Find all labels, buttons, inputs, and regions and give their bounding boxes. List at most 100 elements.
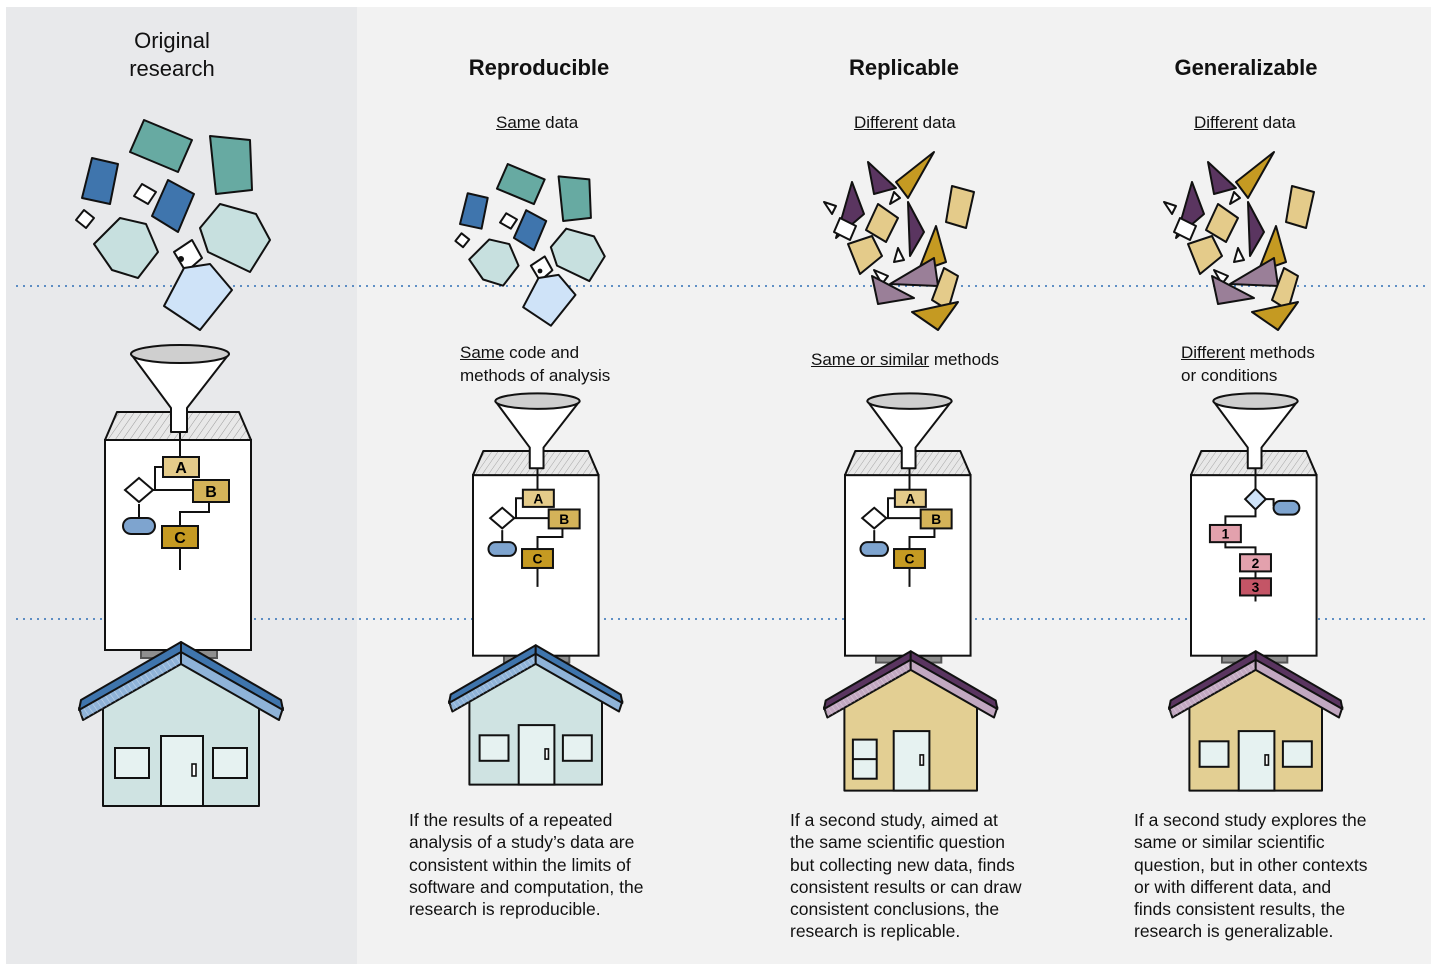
generalizable-method-rest: methods or conditions bbox=[1181, 343, 1315, 385]
reproducible-method-caption: Same code and methods of analysis bbox=[460, 342, 610, 387]
reproducible-analysis-machine-label-a: A bbox=[533, 491, 543, 506]
replicable-data-shapes-piece bbox=[889, 191, 901, 205]
reproducible-data-shapes bbox=[454, 163, 606, 327]
generalizable-analysis-machine-box-1 bbox=[1208, 523, 1242, 544]
original-analysis-machine-label-a: A bbox=[175, 460, 187, 477]
replicable-data-shapes-piece bbox=[847, 235, 883, 275]
generalizable-analysis-machine-decision-diamond bbox=[1243, 487, 1268, 511]
replicable-data-rest: data bbox=[917, 113, 956, 132]
original-analysis-machine-funnel-rim bbox=[130, 344, 230, 364]
original-data-shapes-piece bbox=[129, 119, 193, 173]
generalizable-data-shapes bbox=[1163, 151, 1315, 331]
reproducible-house-window-left bbox=[478, 734, 510, 762]
reproducible-analysis-machine-wire bbox=[515, 497, 523, 508]
generalizable-analysis-machine-label-3: 3 bbox=[1252, 580, 1260, 595]
reproducible-analysis-machine-box-b bbox=[547, 508, 581, 530]
original-house bbox=[78, 641, 284, 807]
original-data-shapes-piece bbox=[133, 183, 157, 205]
replicable-title: Replicable bbox=[848, 55, 960, 80]
reproducible-analysis-machine-label-b: B bbox=[559, 512, 569, 527]
original-data-shapes-piece bbox=[163, 263, 233, 331]
original-house-window-right bbox=[212, 747, 248, 779]
reproducible-analysis-machine-funnel-rim bbox=[494, 392, 581, 410]
original-data-shapes-piece bbox=[81, 157, 119, 205]
generalizable-analysis-machine-wire bbox=[1224, 542, 1257, 555]
reproducible-data-shapes-piece bbox=[468, 238, 520, 287]
replicable-method-caption: Same or similar methods bbox=[811, 350, 999, 370]
replicable-data-shapes-piece bbox=[893, 247, 905, 263]
replicable-analysis-machine-decision-diamond bbox=[860, 506, 888, 530]
reproducible-data-dot bbox=[537, 268, 543, 274]
replicable-data-shapes-piece bbox=[823, 201, 837, 215]
generalizable-data-shapes-piece bbox=[1163, 201, 1177, 215]
reproducible-analysis-machine-decision-diamond bbox=[488, 506, 516, 530]
reproducible-data-shapes-piece bbox=[529, 255, 554, 283]
generalizable-data-emph: Different bbox=[1194, 113, 1258, 132]
generalizable-data-shapes-piece bbox=[1213, 269, 1229, 285]
reproducible-analysis-machine-box-c bbox=[521, 548, 554, 569]
generalizable-analysis-machine-terminal bbox=[1272, 499, 1301, 516]
generalizable-house-window-right bbox=[1281, 740, 1313, 768]
replicable-data-emph: Different bbox=[854, 113, 918, 132]
generalizable-data-caption: Different data bbox=[1194, 113, 1296, 133]
reproducible-title: Reproducible bbox=[468, 55, 610, 80]
replicable-data-shapes-piece bbox=[889, 257, 939, 287]
replicable-analysis-machine-box-b bbox=[919, 508, 953, 530]
reproducible-analysis-machine: A B C bbox=[472, 392, 600, 664]
generalizable-description: If a second study explores the same or s… bbox=[1134, 810, 1368, 942]
reproducible-data-shapes-piece bbox=[512, 209, 548, 252]
replicable-data-shapes-piece bbox=[911, 301, 959, 331]
reproducible-house bbox=[448, 644, 624, 786]
generalizable-data-shapes-piece bbox=[1251, 301, 1299, 331]
replicable-data-shapes-piece bbox=[895, 151, 935, 199]
replicable-analysis-machine-label-a: A bbox=[905, 491, 915, 506]
replicable-analysis-machine-label-b: B bbox=[931, 512, 941, 527]
generalizable-analysis-machine-label-2: 2 bbox=[1252, 556, 1260, 571]
generalizable-data-shapes-piece bbox=[1187, 235, 1223, 275]
reproducible-data-rest: data bbox=[540, 113, 579, 132]
reproducible-data-shapes-piece bbox=[459, 192, 489, 230]
original-analysis-machine-label-b: B bbox=[205, 484, 217, 501]
generalizable-house-roof-right bbox=[1254, 650, 1344, 711]
generalizable-analysis-machine-box-3 bbox=[1239, 577, 1272, 597]
replicable-analysis-machine-wire bbox=[908, 528, 936, 550]
generalizable-house-door-handle bbox=[1264, 754, 1270, 766]
original-data-shapes-piece bbox=[173, 239, 203, 273]
replicable-data-shapes-piece bbox=[867, 161, 897, 195]
generalizable-house-window-left bbox=[1198, 740, 1230, 768]
original-analysis-machine: A B C bbox=[104, 344, 252, 659]
reproducible-analysis-machine-terminal bbox=[487, 541, 518, 557]
original-analysis-machine-box-b bbox=[192, 479, 230, 503]
replicable-analysis-machine-terminal bbox=[859, 541, 890, 557]
reproducible-analysis-machine-wire bbox=[536, 528, 564, 550]
original-house-roof-right bbox=[180, 641, 284, 711]
replicable-data-shapes-piece bbox=[833, 217, 857, 241]
reproducible-analysis-machine-label-c: C bbox=[533, 552, 543, 567]
reproducible-data-shapes-piece bbox=[557, 175, 592, 222]
original-data-shapes-piece bbox=[199, 203, 271, 273]
generalizable-data-shapes-piece bbox=[1233, 247, 1245, 263]
original-research-title: Original research bbox=[129, 28, 215, 81]
original-house-door-handle bbox=[191, 763, 197, 777]
replicable-data-caption: Different data bbox=[854, 113, 956, 133]
generalizable-method-caption: Different methods or conditions bbox=[1181, 342, 1315, 387]
reproducible-analysis-machine-box-a bbox=[521, 488, 555, 508]
generalizable-data-shapes-piece bbox=[1173, 217, 1197, 241]
original-analysis-machine-decision-diamond bbox=[123, 476, 155, 504]
replicable-analysis-machine-label-c: C bbox=[905, 552, 915, 567]
generalizable-data-shapes-piece bbox=[1285, 185, 1315, 229]
reproducible-method-emph: Same bbox=[460, 343, 505, 362]
replicable-house bbox=[823, 650, 999, 792]
reproducible-data-emph: Same bbox=[496, 113, 541, 132]
replicable-analysis-machine-box-a bbox=[893, 488, 927, 508]
generalizable-house bbox=[1168, 650, 1344, 792]
reproducible-data-shapes-piece bbox=[495, 163, 546, 206]
generalizable-title: Generalizable bbox=[1174, 55, 1318, 80]
reproducible-data-shapes-piece bbox=[454, 232, 471, 249]
original-analysis-machine-label-c: C bbox=[174, 530, 186, 547]
generalizable-data-shapes-piece bbox=[1229, 257, 1279, 287]
replicable-house-roof-right bbox=[909, 650, 999, 711]
replicable-description: If a second study, aimed at the same sci… bbox=[790, 810, 1022, 942]
generalizable-data-shapes-piece bbox=[1229, 191, 1241, 205]
